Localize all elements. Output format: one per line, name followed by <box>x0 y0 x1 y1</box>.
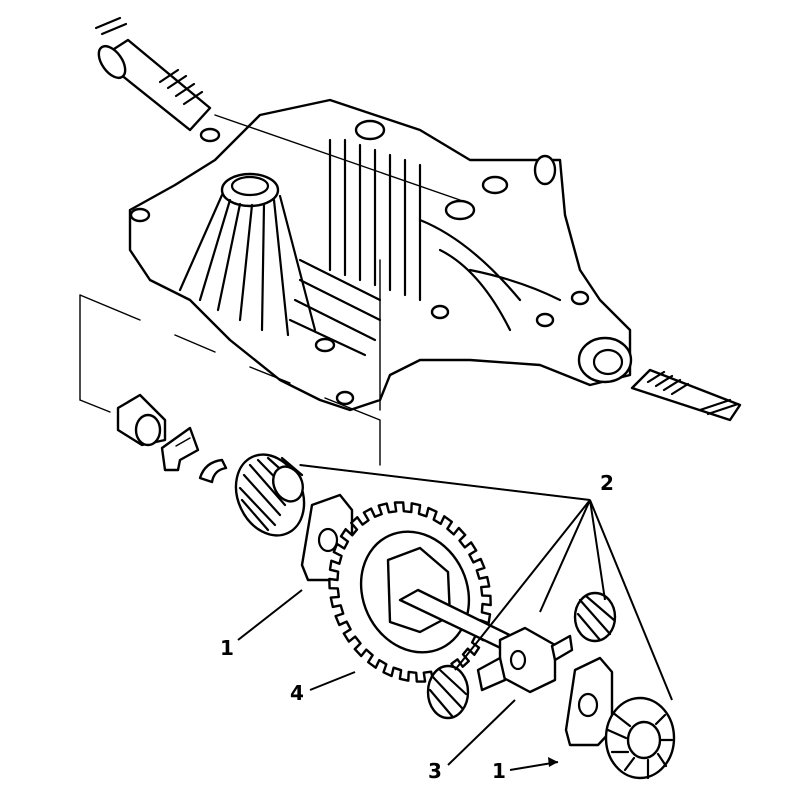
pinion-gear-lower <box>426 664 470 720</box>
bushing <box>116 393 167 447</box>
transaxle-housing <box>128 98 633 412</box>
leader-lines <box>237 464 673 771</box>
callout-3: 3 <box>428 759 442 783</box>
right-bevel-gear <box>604 696 676 780</box>
right-thrust-washer <box>564 656 614 747</box>
callout-2: 2 <box>600 471 614 495</box>
left-bevel-gear <box>234 453 306 537</box>
right-axle-shaft <box>630 368 742 422</box>
callout-1-right: 1 <box>492 759 506 783</box>
spacer-plate <box>160 426 200 472</box>
retaining-clip <box>198 458 228 484</box>
pinion-gear-upper <box>573 591 617 643</box>
callout-1-left: 1 <box>220 636 234 660</box>
carrier-block <box>476 626 574 694</box>
callout-4: 4 <box>290 681 304 705</box>
left-axle-shaft <box>94 16 212 132</box>
